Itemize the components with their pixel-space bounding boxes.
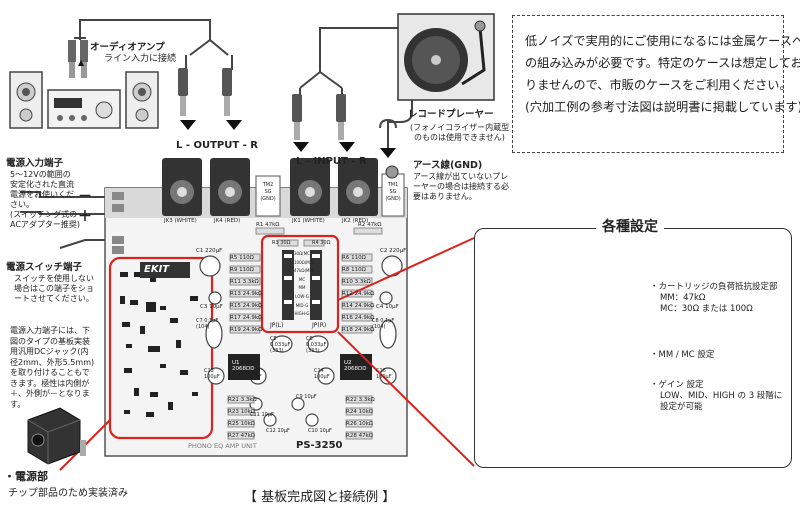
earth-note: アース線が出ていないプレーヤーの場合は接続する必要はありません。 bbox=[413, 172, 509, 202]
cap-label: C3 10μF bbox=[200, 304, 223, 310]
cap-label: C13 100μF bbox=[204, 368, 228, 380]
cap-label: C4 10μF bbox=[376, 304, 399, 310]
power-switch-title: 電源スイッチ端子 bbox=[6, 262, 82, 273]
switch-wire bbox=[60, 240, 110, 248]
cap-label: C2 220μF bbox=[380, 248, 406, 254]
amplifier-illustration bbox=[10, 72, 158, 128]
photo-jumper-labels: 30Ω(MC) 100Ω(MC) 47kΩ(MM) bbox=[535, 286, 590, 331]
amp-title: オーディオアンプ bbox=[90, 42, 165, 53]
jp-label: JP(R) bbox=[312, 322, 326, 329]
record-cable bbox=[320, 28, 400, 72]
cap-label: C1 220μF bbox=[196, 248, 222, 254]
dc-jack-note: 電源入力端子には、下図のタイプの基板実装用汎用DCジャック(内径2mm、外形5.… bbox=[10, 326, 94, 410]
cap-label: C14 100μF bbox=[314, 368, 338, 380]
jack-label: JK1 (WHITE) bbox=[292, 218, 325, 224]
cap-label: C10 10μF bbox=[308, 428, 332, 434]
plus-sign: ＋ bbox=[78, 206, 92, 226]
minus-sign: － bbox=[78, 186, 92, 206]
settings-panel bbox=[474, 228, 792, 468]
amp-cable bbox=[80, 20, 210, 40]
ic-label: U2 2068DD bbox=[344, 360, 372, 372]
cap-label: C11 10μF bbox=[250, 412, 274, 418]
ic-label: U1 2068DD bbox=[232, 360, 260, 372]
record-player-note: のものは使用できません) bbox=[414, 132, 505, 143]
figure-caption: 【 基板完成図と接続例 】 bbox=[244, 486, 395, 505]
power-input-title: 電源入力端子 bbox=[6, 158, 63, 169]
jack-label: JK4 (RED) bbox=[214, 218, 240, 224]
cap-label: C12 10μF bbox=[266, 428, 290, 434]
power-section-title: ・電源部 bbox=[4, 468, 48, 484]
input-label: L - INPUT - R bbox=[296, 156, 367, 167]
photo-mode-labels: MC MM bbox=[548, 336, 568, 366]
settings-note-load: ・カートリッジの負荷抵抗設定部 MM：47kΩ MC：30Ω または 100Ω bbox=[650, 282, 778, 315]
photo-gain-labels: LOW-G MID-G HIGH-G bbox=[538, 376, 579, 424]
cap-label: C6 0.033μF (333) bbox=[306, 336, 330, 354]
cap-label: C9 10μF bbox=[296, 394, 317, 400]
photo-jp-right-label: JP(R) bbox=[586, 436, 614, 447]
power-section-note: チップ部品のため実装済み bbox=[8, 484, 128, 499]
top-resistor-label: R1 47kΩ bbox=[256, 222, 279, 228]
photo-number-label: 15 bbox=[492, 418, 505, 428]
top-resistor-label: R2 47kΩ bbox=[358, 222, 381, 228]
photo-jp-left-label: JP(L) bbox=[510, 436, 537, 447]
earth-title: アース線(GND) bbox=[413, 160, 482, 171]
amp-subtitle: ライン入力に接続 bbox=[104, 54, 176, 65]
board-unit: PHONO EQ AMP UNIT bbox=[188, 442, 257, 450]
cap-label: C16 100μF bbox=[376, 368, 400, 380]
cap-label: C7 0.1μF (104) bbox=[196, 318, 226, 330]
record-player-title: レコードプレーヤー bbox=[408, 109, 494, 120]
jack-label: JK3 (WHITE) bbox=[164, 218, 197, 224]
cap-label: C5 0.033μF (333) bbox=[270, 336, 294, 354]
turntable-illustration bbox=[398, 14, 494, 100]
top-resistor-label: R4 30Ω bbox=[312, 240, 330, 246]
dc-jack-illustration bbox=[28, 408, 86, 464]
board-brand: EKIT bbox=[144, 264, 169, 275]
power-switch-note: スイッチを使用しない場合はこの端子をショートさせてください。 bbox=[14, 274, 94, 304]
top-resistor-label: R3 30Ω bbox=[272, 240, 290, 246]
settings-note-gain: ・ゲイン 設定 LOW、MID、HIGH の 3 段階に 設定が可能 bbox=[650, 380, 782, 413]
output-label: L - OUTPUT - R bbox=[176, 140, 258, 151]
settings-note-mode: ・MM / MC 設定 bbox=[650, 348, 714, 360]
cap-label: C8 0.1μF (104) bbox=[372, 318, 402, 330]
settings-title: 各種設定 bbox=[596, 216, 664, 236]
board-model: PS-3250 bbox=[296, 440, 343, 451]
jp-label: JP(L) bbox=[270, 322, 283, 329]
